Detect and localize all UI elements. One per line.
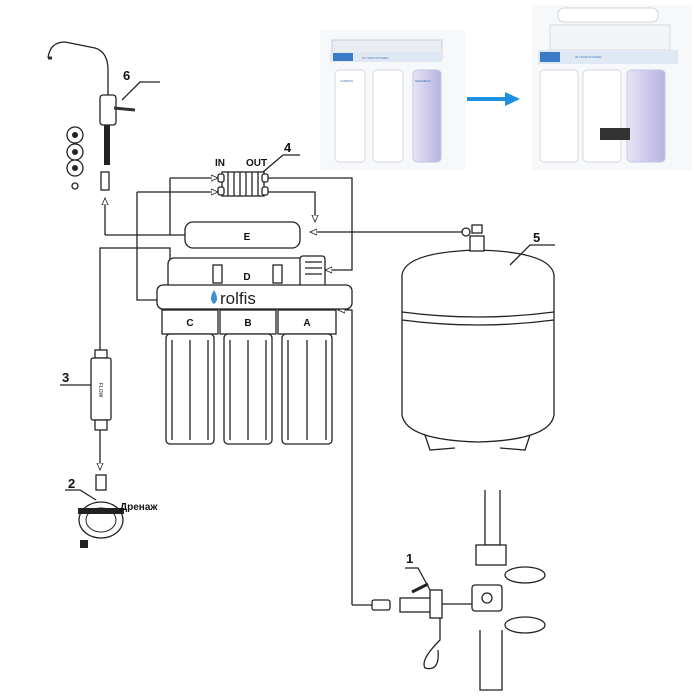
filter-b: B	[219, 309, 277, 445]
water-supply-pipe	[442, 490, 546, 691]
label-drain-clamp: 2	[68, 476, 75, 491]
logo-drop-icon	[211, 290, 217, 304]
flow-restrictor: FLOW 3	[60, 349, 112, 431]
upgrade-arrow-icon	[467, 92, 520, 106]
faucet: 6	[47, 41, 160, 165]
filter-d: D	[167, 255, 326, 291]
label-drain: Дренаж	[120, 502, 158, 513]
label-filter-c: C	[186, 318, 193, 329]
label-membrane-housing: 4	[284, 140, 292, 155]
piping	[100, 178, 468, 606]
label-filter-b: B	[244, 318, 251, 329]
label-in: IN	[215, 158, 225, 169]
photo-5-stage-ro-system: IN YOUR KITCHEN	[532, 5, 692, 170]
label-filter-e: E	[244, 232, 251, 243]
faucet-washers	[66, 126, 84, 190]
photo-carbon-label: CARBON	[340, 79, 353, 83]
photo-sediment-label: SEDIMENT	[415, 79, 431, 83]
filter-head-bracket: rolfis	[156, 284, 353, 310]
drain-clamp: 2 Дренаж	[65, 474, 158, 548]
membrane-housing: IN OUT 4	[215, 140, 300, 197]
filter-c: C	[161, 309, 219, 445]
faucet-fitting	[100, 171, 110, 191]
label-filter-d: D	[243, 272, 250, 283]
photo-kitchen-label: IN YOUR KITCHEN	[362, 56, 388, 60]
label-feed-valve: 1	[406, 551, 413, 566]
label-out: OUT	[246, 158, 267, 169]
filter-a: A	[277, 309, 337, 445]
feed-valve: 1	[371, 551, 443, 670]
photo-3-stage-filter: IN YOUR KITCHEN CARBON SEDIMENT	[320, 30, 465, 170]
label-tank: 5	[533, 230, 540, 245]
label-faucet: 6	[123, 68, 130, 83]
label-filter-a: A	[303, 318, 310, 329]
storage-tank: 5	[401, 224, 555, 451]
filter-e: E	[184, 221, 301, 249]
flow-text: FLOW	[97, 383, 103, 398]
photo2-kitchen-label: IN YOUR KITCHEN	[575, 55, 601, 59]
brand-logo: rolfis	[220, 289, 256, 308]
label-flow-restrictor: 3	[62, 370, 69, 385]
